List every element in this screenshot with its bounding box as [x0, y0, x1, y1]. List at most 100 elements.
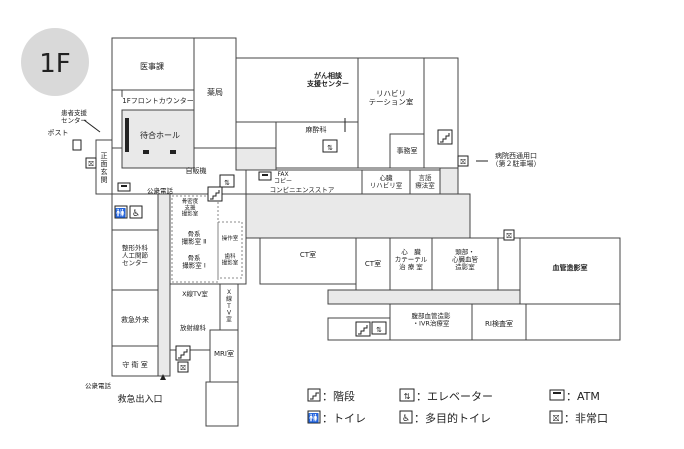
accessible-toilet-icon: [399, 410, 413, 424]
emergency-exit-icon: ⛝: [457, 155, 469, 167]
label-cardio: 心 臓カテーテル治 療 室: [395, 247, 428, 271]
corridor-south: [327, 289, 521, 305]
room-ri: [471, 303, 527, 341]
atm-icon: [549, 389, 565, 401]
corridor-upper: [235, 147, 277, 171]
label-anesthesia: 麻酔科: [306, 125, 327, 134]
label-speech: 言語療法室: [415, 173, 435, 189]
label-main-entrance: 正面玄関: [101, 152, 108, 184]
entrance-arrow-icon: [160, 374, 166, 380]
svg-text:🚻: 🚻: [308, 412, 319, 424]
room-office: [389, 133, 425, 169]
elevator-icon: ⇅: [219, 174, 235, 188]
label-ortho-center: 整形外科人工関節センター: [122, 243, 149, 267]
legend-item-atm: ：ATM: [549, 389, 600, 403]
label-bone-2: 骨系撮影室 Ⅱ: [182, 229, 207, 245]
svg-text:⇅: ⇅: [224, 179, 230, 187]
room-lower-w: [205, 381, 239, 427]
post-box-icon: [72, 139, 82, 151]
svg-text:⇅: ⇅: [376, 326, 382, 334]
legend-item-stairs: ：階段: [307, 388, 355, 403]
label-ct-1: CT室: [300, 250, 316, 259]
label-ri: RI検査室: [485, 319, 513, 328]
room-consult-area: [235, 57, 359, 123]
label-vascular: 血管造影室: [553, 263, 588, 272]
label-cancer-consult: がん相談支援センター: [306, 71, 349, 88]
svg-text:⛝: ⛝: [506, 232, 512, 240]
emergency-exit-icon: [549, 410, 563, 424]
bench-1: [143, 150, 149, 154]
legend-label: ：ATM: [566, 390, 600, 403]
label-waiting-hall: 待合ホール: [140, 130, 180, 140]
elevator-icon: [399, 388, 415, 402]
legend-item-exit: ⛝ ：非常口: [549, 410, 608, 425]
svg-text:🚻: 🚻: [115, 207, 126, 219]
support-arrow-icon: [83, 119, 101, 133]
label-bone-1: 骨系撮影室 Ⅰ: [182, 253, 206, 269]
svg-text:⛝: ⛝: [460, 158, 466, 166]
legend-label: ：階段: [322, 389, 355, 403]
corridor-east: [245, 193, 471, 239]
label-public-phone-bottom: 公衆電話: [85, 381, 112, 390]
label-cardiac-rehab: 心臓リハビリ室: [370, 173, 403, 189]
label-rehab: リハビリテーション室: [369, 89, 414, 107]
elevator-icon: ⇅: [371, 321, 387, 335]
room-ct-1: [259, 237, 357, 285]
svg-text:⛝: ⛝: [553, 414, 559, 423]
emergency-exit-icon: ⛝: [177, 361, 189, 373]
room-waiting-hall: [121, 109, 195, 169]
room-ct-2: [355, 237, 391, 291]
stairs-icon: [355, 321, 371, 337]
dash-bone: [171, 195, 219, 283]
room-vascular: [519, 237, 621, 305]
room-speech: [409, 169, 441, 195]
dash-ortho: [217, 221, 243, 279]
legend-label: ：多目的トイレ: [414, 411, 491, 425]
label-convenience: コンビニエンスストア: [270, 185, 335, 194]
label-vending: 自販機: [186, 166, 207, 175]
floor-label: 1F: [39, 49, 71, 79]
elevator-icon: ⇅: [322, 139, 338, 153]
legend: ：階段 ⇅ ：エレベーター ：ATM 🚻 ：トイレ ♿ ：多目的トイレ ⛝ ：非…: [307, 388, 608, 425]
svg-text:⛝: ⛝: [180, 364, 186, 372]
svg-text:⛝: ⛝: [88, 160, 94, 168]
atm-icon: [117, 182, 131, 192]
label-front-counter: 1Fフロントカウンター: [122, 96, 193, 105]
label-west-entrance: 病院西通用口（第２駐車場）: [492, 151, 541, 168]
toilet-icon: [307, 410, 321, 424]
corridor-west: [157, 193, 171, 377]
svg-text:♿: ♿: [402, 414, 410, 424]
room-mri: [209, 329, 239, 383]
stairs-icon: [207, 186, 223, 202]
legend-item-elevator: ⇅ ：エレベーター: [399, 388, 493, 403]
room-head: [431, 237, 499, 291]
label-pharmacy: 薬局: [207, 87, 223, 97]
label-control-room: 操作室: [222, 234, 239, 242]
legend-label: ：トイレ: [322, 412, 366, 425]
room-gap-e: [497, 237, 521, 291]
atm-icon: [258, 171, 272, 181]
label-mri: MRI室: [214, 349, 234, 358]
label-post: ポスト: [48, 129, 69, 137]
stairs-icon: [437, 129, 453, 145]
label-public-phone-top: 公衆電話: [147, 186, 174, 195]
legend-label: ：非常口: [564, 412, 608, 425]
label-emergency-entrance: 救急出入口: [117, 393, 162, 405]
label-medical-affairs: 医事課: [140, 61, 164, 71]
legend-item-toilet: 🚻 ：トイレ: [307, 410, 366, 425]
svg-text:⇅: ⇅: [327, 144, 333, 152]
floor-badge: [21, 28, 89, 96]
emergency-exit-icon: ⛝: [85, 157, 97, 169]
toilet-icon: 🚻: [114, 205, 128, 219]
room-guard: [111, 345, 159, 377]
room-anesthesia: [275, 121, 359, 169]
bench-2: [170, 150, 176, 154]
room-cardio: [389, 237, 433, 291]
room-end-e: [525, 303, 621, 341]
label-guard: 守 衛 室: [122, 360, 147, 369]
label-head: 頭部・心臓血管造影室: [452, 247, 479, 271]
label-bone-support: 骨密度支援撮影室: [182, 197, 199, 218]
stair-corridor: [439, 167, 459, 195]
